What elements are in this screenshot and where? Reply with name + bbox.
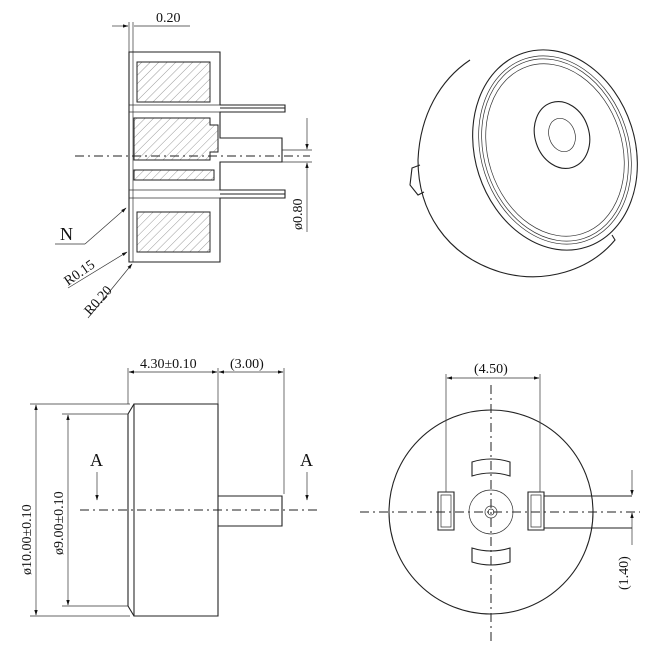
n-leader: N xyxy=(55,207,127,245)
inner-diameter-dimension: ø9.00±0.10 xyxy=(52,413,128,607)
section-marker-left: A xyxy=(90,450,103,501)
pin-pad-right xyxy=(527,491,545,531)
radius-015-leader: R0.15 xyxy=(62,251,128,290)
height-dimension: 4.30±0.10 xyxy=(127,357,219,404)
radius-020-text: R0.20 xyxy=(82,283,116,318)
side-view: 4.30±0.10 (3.00) ø10.00±0.10 ø9.00±0.10 … xyxy=(20,357,320,617)
pin-length-dimension: (3.00) xyxy=(218,357,285,494)
label-n: N xyxy=(60,224,73,244)
pin-spacing-dimension: (4.50) xyxy=(445,362,541,492)
iso-sound-hole xyxy=(533,101,591,169)
height-text: 4.30±0.10 xyxy=(140,357,197,372)
outer-diameter-dimension: ø10.00±0.10 xyxy=(20,403,130,617)
inner-diameter-text: ø9.00±0.10 xyxy=(52,491,67,555)
slot-bottom xyxy=(471,547,511,566)
slot-top xyxy=(471,458,511,477)
radius-015-text: R0.15 xyxy=(62,258,98,290)
pin-spacing-text: (4.50) xyxy=(474,362,508,377)
section-view: 0.20 xyxy=(55,11,312,319)
pin-diameter-text: ø0.80 xyxy=(291,199,306,231)
outer-diameter-text: ø10.00±0.10 xyxy=(20,504,35,575)
side-pin xyxy=(218,495,283,527)
pin-pad-left xyxy=(437,491,455,531)
section-marker-right: A xyxy=(300,450,313,501)
iso-pin xyxy=(409,164,425,196)
pin-offset-dimension: (1.40) xyxy=(617,470,634,590)
iso-body xyxy=(417,59,616,278)
pin-offset-text: (1.40) xyxy=(617,556,632,590)
isometric-view xyxy=(409,49,638,278)
section-label-right: A xyxy=(300,450,313,470)
section-body xyxy=(128,51,286,263)
wall-thickness-text: 0.20 xyxy=(156,11,181,26)
pin-diameter-dimension: ø0.80 xyxy=(282,118,312,232)
bottom-view: (4.50) (1.40) xyxy=(360,362,640,645)
pin-length-text: (3.00) xyxy=(230,357,264,372)
wall-thickness-dimension: 0.20 xyxy=(112,11,190,52)
section-label-left: A xyxy=(90,450,103,470)
